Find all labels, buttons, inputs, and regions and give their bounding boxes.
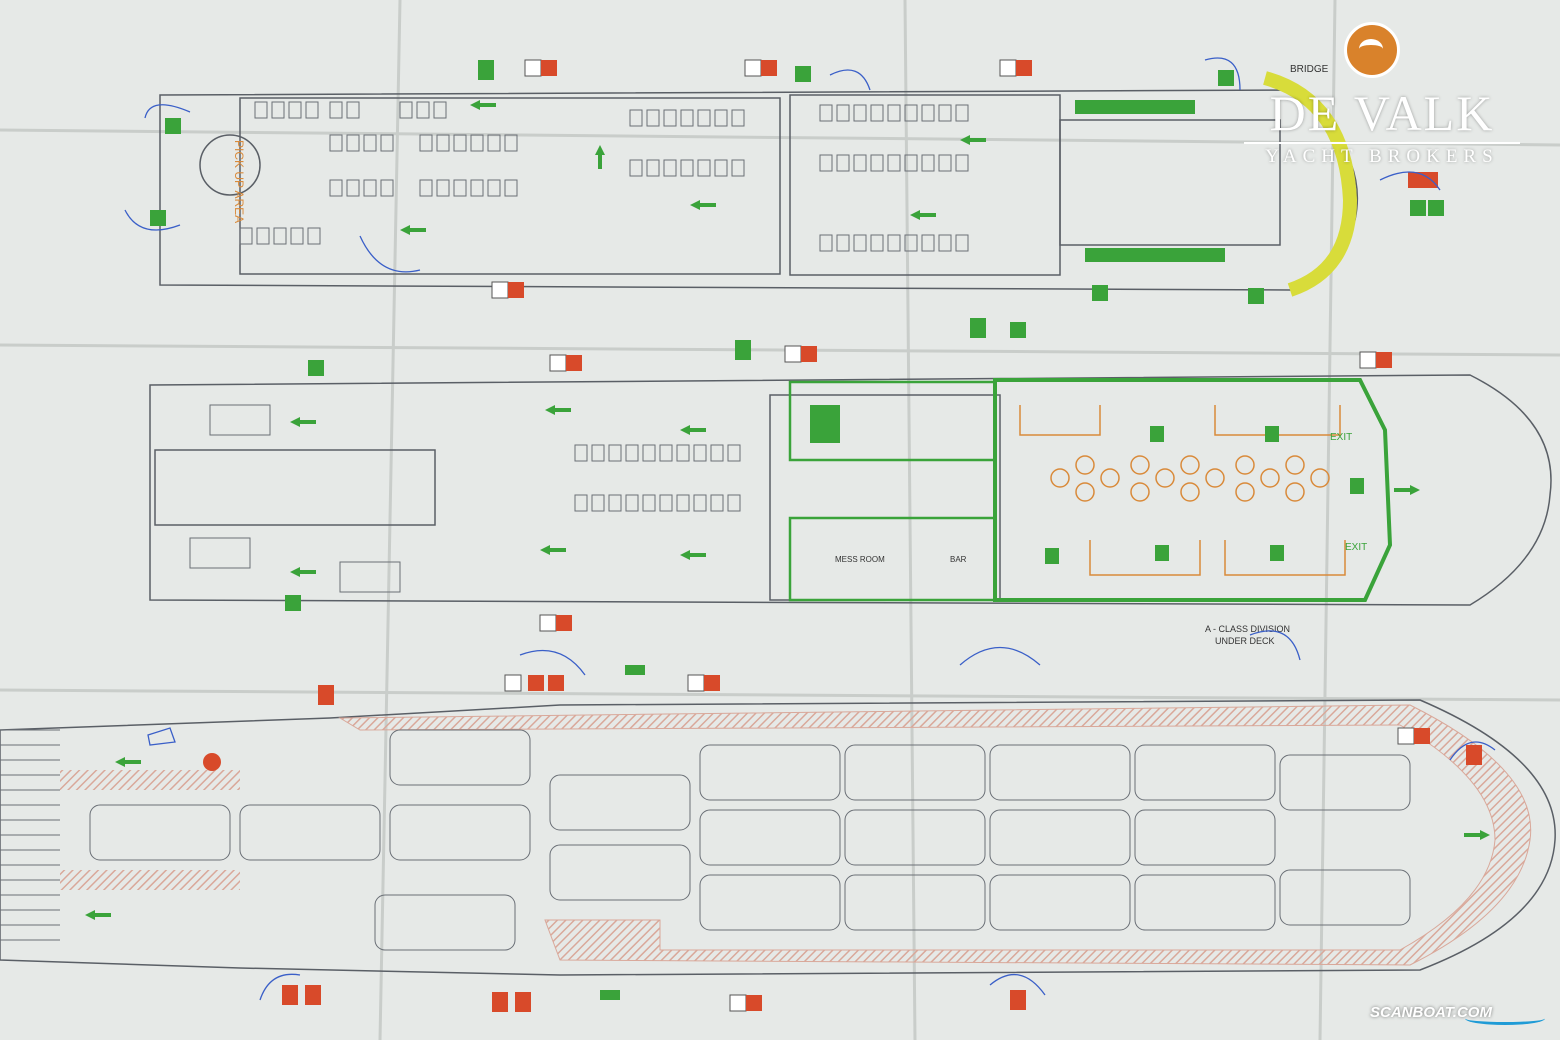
mess-room-label: MESS ROOM bbox=[835, 555, 885, 564]
exit-arrows bbox=[85, 100, 1490, 920]
exit-label-1: EXIT bbox=[1330, 432, 1352, 443]
falcon-logo-icon bbox=[1344, 22, 1400, 78]
pickup-area-label: PICK UP AREA bbox=[232, 140, 246, 223]
bridge-outline bbox=[1263, 71, 1358, 297]
passenger-saloon bbox=[788, 378, 1393, 602]
exit-label-2: EXIT bbox=[1345, 542, 1367, 553]
upper-seat-rows bbox=[239, 101, 969, 252]
under-deck-label: UNDER DECK bbox=[1215, 636, 1275, 646]
brand-subtitle: YACHT BROKERS bbox=[1265, 146, 1499, 167]
pen-annotations bbox=[124, 57, 1496, 1001]
wave-icon bbox=[1465, 1012, 1545, 1025]
scanboat-watermark: SCANBOAT.COM bbox=[1370, 1004, 1492, 1021]
bar-label: BAR bbox=[950, 555, 967, 564]
a-class-division-label: A - CLASS DIVISION bbox=[1205, 624, 1290, 634]
main-seat-rows bbox=[189, 404, 741, 593]
brand-title: DE VALK bbox=[1269, 85, 1495, 141]
main-deck bbox=[149, 374, 1552, 606]
brand-divider bbox=[1244, 142, 1520, 144]
saloon-tables bbox=[1019, 405, 1346, 576]
safety-signs bbox=[150, 59, 1482, 1012]
brand-logo: DE VALK YACHT BROKERS bbox=[1232, 22, 1532, 172]
car-slots bbox=[89, 729, 1411, 951]
bridge-label: BRIDGE bbox=[1290, 64, 1329, 75]
upper-green-benches bbox=[1075, 100, 1225, 262]
car-deck-ramp bbox=[0, 729, 60, 941]
